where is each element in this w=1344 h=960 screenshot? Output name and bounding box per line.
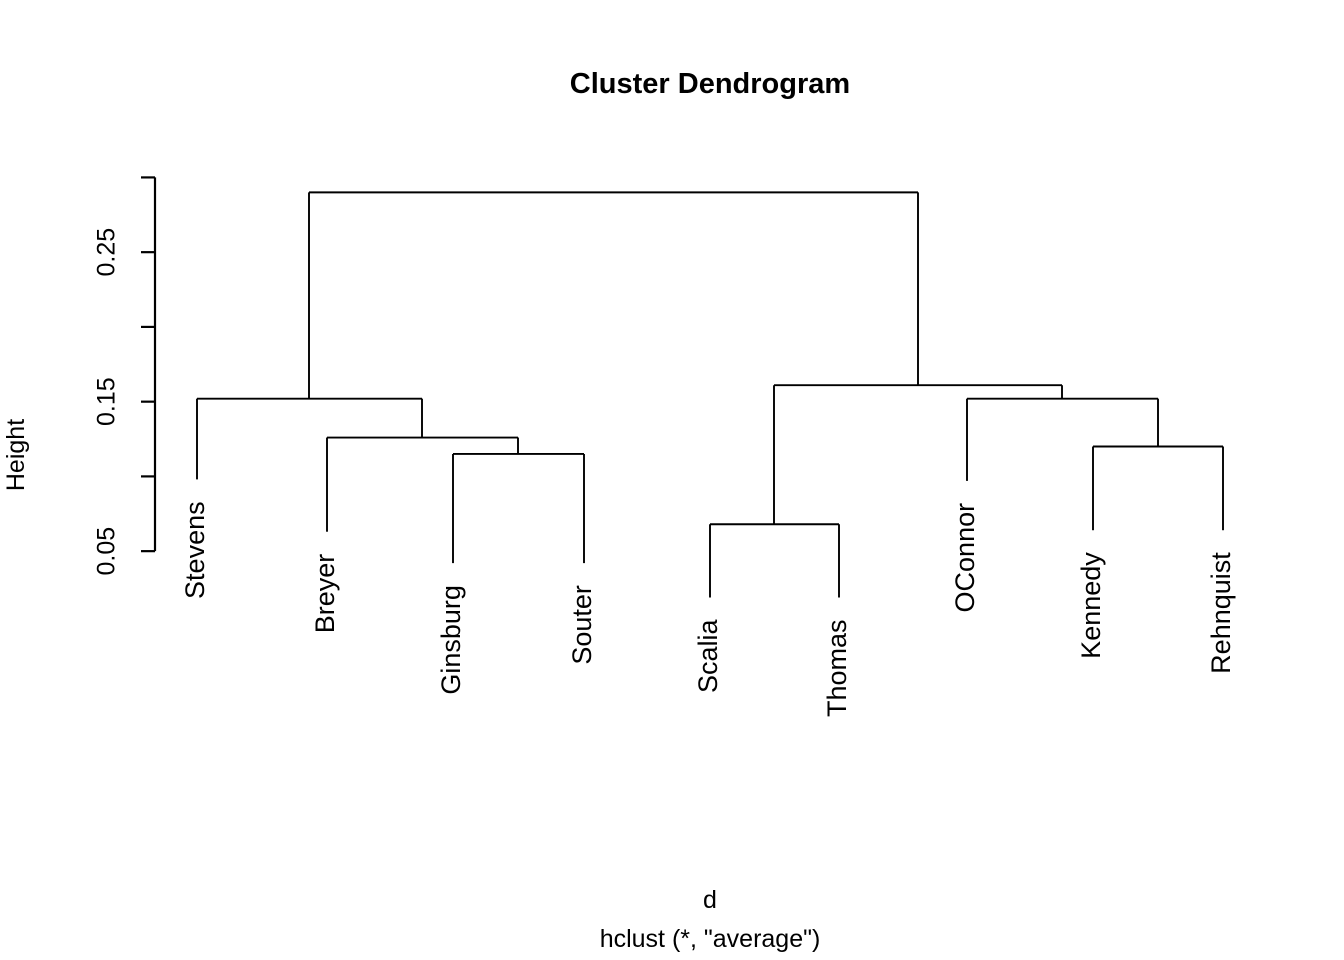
leaf-label-stevens: Stevens <box>180 501 210 599</box>
dendrogram-branches <box>196 191 1224 598</box>
leaf-label-souter: Souter <box>567 585 597 665</box>
leaf-label-scalia: Scalia <box>693 619 723 694</box>
y-axis-tick-label: 0.15 <box>93 377 121 426</box>
leaf-label-ginsburg: Ginsburg <box>436 585 466 695</box>
leaf-label-kennedy: Kennedy <box>1076 552 1106 659</box>
y-axis-tick-label: 0.25 <box>93 228 121 277</box>
leaf-label-oconnor: OConnor <box>950 503 980 613</box>
y-axis: 0.05 0.15 0.25 <box>93 176 157 576</box>
plot-subtitle: hclust (*, "average") <box>600 925 821 953</box>
leaf-label-rehnquist: Rehnquist <box>1206 552 1236 674</box>
y-axis-title: Height <box>2 419 30 491</box>
leaf-label-breyer: Breyer <box>310 554 340 634</box>
x-axis-title: d <box>703 886 717 914</box>
y-axis-tick-label: 0.05 <box>93 527 121 576</box>
page-title: Cluster Dendrogram <box>570 68 850 100</box>
leaf-label-thomas: Thomas <box>822 619 852 717</box>
